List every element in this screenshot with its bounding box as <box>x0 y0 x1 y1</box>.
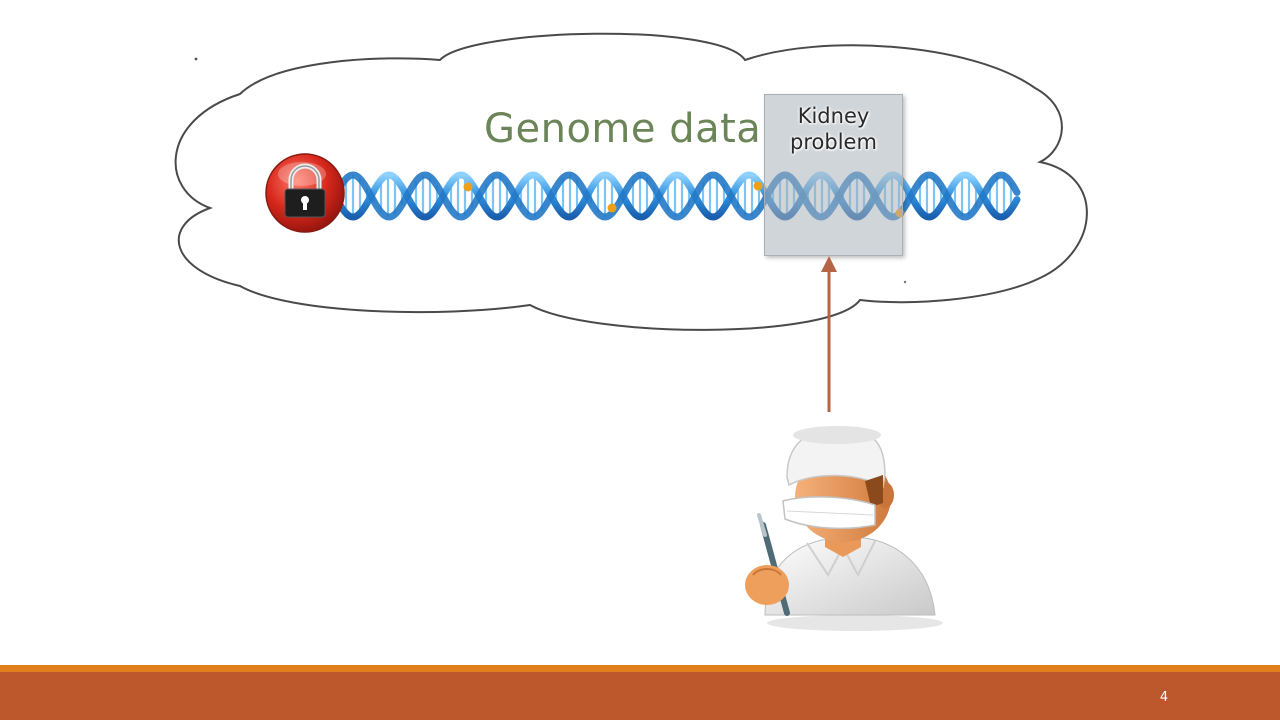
dna-marker-dot <box>463 182 473 192</box>
dna-strand-a <box>331 171 1021 221</box>
dna-marker-dot <box>753 181 763 191</box>
footer-accent-stripe <box>0 665 1280 672</box>
slide-title: Genome data <box>484 106 762 152</box>
query-arrow <box>821 256 837 412</box>
kidney-problem-region: Kidney problem <box>764 94 903 256</box>
surgeon-icon <box>745 426 943 631</box>
dna-strand-b <box>331 171 1021 221</box>
padlock-icon <box>265 153 345 233</box>
kidney-problem-label: Kidney problem <box>765 103 902 155</box>
footer-bar <box>0 672 1280 720</box>
page-number: 4 <box>1159 690 1169 705</box>
kidney-label-line1: Kidney <box>797 104 870 128</box>
kidney-label-line2: problem <box>790 130 877 154</box>
dna-marker-dot <box>607 203 617 213</box>
